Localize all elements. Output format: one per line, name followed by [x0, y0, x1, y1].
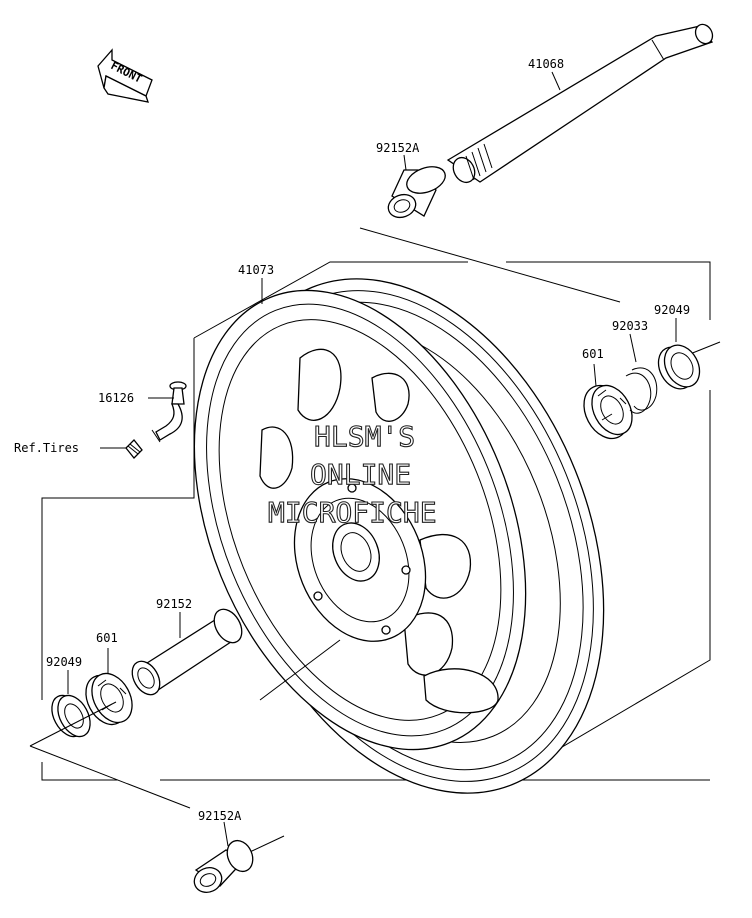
watermark-line-1: HLSM'S: [314, 420, 415, 453]
wheel-part: [193, 278, 605, 794]
part-label-92033: 92033: [612, 319, 648, 333]
seal-left-part: [51, 694, 91, 738]
circlip-leader: [629, 333, 637, 363]
collar-bottom-leader: [223, 821, 229, 847]
part-label-601-right: 601: [582, 347, 604, 361]
front-arrow-icon: FRONT: [97, 48, 153, 103]
part-label-92152A-top: 92152A: [376, 141, 420, 155]
axle-part: [446, 23, 714, 184]
part-label-41073: 41073: [238, 263, 274, 277]
part-label-16126: 16126: [98, 391, 134, 405]
collar-top-leader: [403, 154, 407, 171]
axle-leader: [551, 71, 561, 91]
valve-part: [151, 381, 187, 443]
collar-bottom-part: [193, 839, 254, 894]
watermark-line-2: ONLINE: [310, 458, 411, 491]
seal-right-part: [657, 344, 701, 390]
part-label-92049-right: 92049: [654, 303, 690, 317]
ref-tires-label: Ref.Tires: [14, 441, 79, 455]
part-label-41068: 41068: [528, 57, 564, 71]
part-label-601-left: 601: [96, 631, 118, 645]
watermark-line-3: MICROFICHE: [268, 496, 437, 529]
part-label-92152A-bottom: 92152A: [198, 809, 242, 823]
collar-top-part: [387, 166, 446, 219]
bearing-right-leader: [593, 363, 597, 387]
valve-cap-part: [125, 439, 143, 459]
circlip-part: [625, 367, 658, 414]
bearing-right-part: [583, 384, 633, 440]
watermark: HLSM'S ONLINE MICROFICHE: [267, 419, 437, 529]
spacer-part: [131, 608, 243, 696]
part-label-92152: 92152: [156, 597, 192, 611]
part-label-92049-left: 92049: [46, 655, 82, 669]
